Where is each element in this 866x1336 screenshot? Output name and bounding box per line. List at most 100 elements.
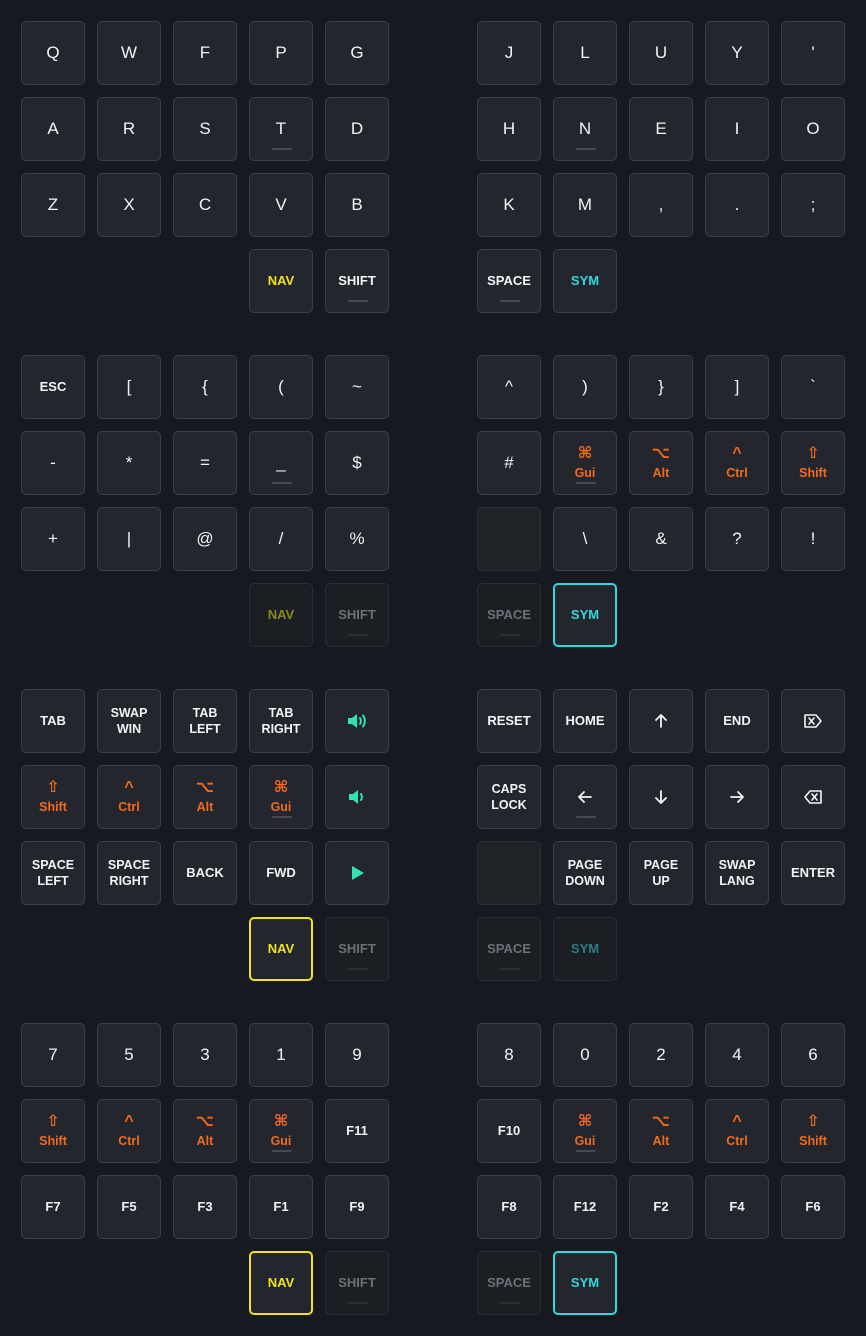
key-b[interactable]: B xyxy=(325,173,389,237)
thumb-sym-key[interactable]: SYM xyxy=(553,583,617,647)
key-page-down[interactable]: PAGE DOWN xyxy=(553,841,617,905)
key-symbol[interactable]: * xyxy=(97,431,161,495)
key-symbol[interactable]: ~ xyxy=(325,355,389,419)
thumb-shift-key[interactable]: SHIFT xyxy=(325,583,389,647)
key-f5[interactable]: F5 xyxy=(97,1175,161,1239)
modifier-alt-key[interactable]: ⌥Alt xyxy=(173,1099,237,1163)
modifier-alt-key[interactable]: ⌥Alt xyxy=(629,1099,693,1163)
key-symbol[interactable]: + xyxy=(21,507,85,571)
arrow-down-key[interactable] xyxy=(629,765,693,829)
arrow-right-key[interactable] xyxy=(705,765,769,829)
key-f2[interactable]: F2 xyxy=(629,1175,693,1239)
modifier-gui-key[interactable]: ⌘Gui xyxy=(249,1099,313,1163)
key-tab-left[interactable]: TAB LEFT xyxy=(173,689,237,753)
key-u[interactable]: U xyxy=(629,21,693,85)
key-symbol[interactable]: % xyxy=(325,507,389,571)
key-i[interactable]: I xyxy=(705,97,769,161)
key-symbol[interactable]: , xyxy=(629,173,693,237)
key-symbol[interactable]: = xyxy=(173,431,237,495)
key-symbol[interactable]: } xyxy=(629,355,693,419)
key-page-up[interactable]: PAGE UP xyxy=(629,841,693,905)
empty-key[interactable] xyxy=(477,507,541,571)
arrow-up-key[interactable] xyxy=(629,689,693,753)
key-f1[interactable]: F1 xyxy=(249,1175,313,1239)
key-z[interactable]: Z xyxy=(21,173,85,237)
key-k[interactable]: K xyxy=(477,173,541,237)
key-symbol[interactable]: ) xyxy=(553,355,617,419)
key-6[interactable]: 6 xyxy=(781,1023,845,1087)
key-fwd[interactable]: FWD xyxy=(249,841,313,905)
key-symbol[interactable]: { xyxy=(173,355,237,419)
thumb-shift-key[interactable]: SHIFT xyxy=(325,1251,389,1315)
key-tab-right[interactable]: TAB RIGHT xyxy=(249,689,313,753)
thumb-sym-key[interactable]: SYM xyxy=(553,249,617,313)
modifier-alt-key[interactable]: ⌥Alt xyxy=(173,765,237,829)
key-space-left[interactable]: SPACE LEFT xyxy=(21,841,85,905)
modifier-ctrl-key[interactable]: ^Ctrl xyxy=(97,765,161,829)
key-f11[interactable]: F11 xyxy=(325,1099,389,1163)
key-5[interactable]: 5 xyxy=(97,1023,161,1087)
empty-key[interactable] xyxy=(477,841,541,905)
key-t[interactable]: T xyxy=(249,97,313,161)
key-l[interactable]: L xyxy=(553,21,617,85)
key-swap-lang[interactable]: SWAP LANG xyxy=(705,841,769,905)
key-4[interactable]: 4 xyxy=(705,1023,769,1087)
modifier-shift-key[interactable]: ⇧Shift xyxy=(21,765,85,829)
key-2[interactable]: 2 xyxy=(629,1023,693,1087)
key-e[interactable]: E xyxy=(629,97,693,161)
modifier-shift-key[interactable]: ⇧Shift xyxy=(781,1099,845,1163)
key-s[interactable]: S xyxy=(173,97,237,161)
key-f[interactable]: F xyxy=(173,21,237,85)
thumb-space-key[interactable]: SPACE xyxy=(477,249,541,313)
thumb-nav-key[interactable]: NAV xyxy=(249,583,313,647)
key-reset[interactable]: RESET xyxy=(477,689,541,753)
key-home[interactable]: HOME xyxy=(553,689,617,753)
key-f12[interactable]: F12 xyxy=(553,1175,617,1239)
arrow-left-key[interactable] xyxy=(553,765,617,829)
key-x[interactable]: X xyxy=(97,173,161,237)
volume-down-key[interactable] xyxy=(325,765,389,829)
thumb-shift-key[interactable]: SHIFT xyxy=(325,917,389,981)
key-n[interactable]: N xyxy=(553,97,617,161)
key-f7[interactable]: F7 xyxy=(21,1175,85,1239)
key-symbol[interactable]: $ xyxy=(325,431,389,495)
key-w[interactable]: W xyxy=(97,21,161,85)
key-symbol[interactable]: _ xyxy=(249,431,313,495)
key-symbol[interactable]: \ xyxy=(553,507,617,571)
key-caps-lock[interactable]: CAPS LOCK xyxy=(477,765,541,829)
key-f4[interactable]: F4 xyxy=(705,1175,769,1239)
key-j[interactable]: J xyxy=(477,21,541,85)
key-tab[interactable]: TAB xyxy=(21,689,85,753)
thumb-sym-key[interactable]: SYM xyxy=(553,1251,617,1315)
key-8[interactable]: 8 xyxy=(477,1023,541,1087)
key-symbol[interactable]: ' xyxy=(781,21,845,85)
key-m[interactable]: M xyxy=(553,173,617,237)
key-f9[interactable]: F9 xyxy=(325,1175,389,1239)
key-space-right[interactable]: SPACE RIGHT xyxy=(97,841,161,905)
key-f3[interactable]: F3 xyxy=(173,1175,237,1239)
modifier-shift-key[interactable]: ⇧Shift xyxy=(21,1099,85,1163)
modifier-ctrl-key[interactable]: ^Ctrl xyxy=(705,431,769,495)
key-a[interactable]: A xyxy=(21,97,85,161)
key-o[interactable]: O xyxy=(781,97,845,161)
modifier-gui-key[interactable]: ⌘Gui xyxy=(553,431,617,495)
key-3[interactable]: 3 xyxy=(173,1023,237,1087)
modifier-ctrl-key[interactable]: ^Ctrl xyxy=(705,1099,769,1163)
thumb-nav-key[interactable]: NAV xyxy=(249,1251,313,1315)
key-swap-win[interactable]: SWAP WIN xyxy=(97,689,161,753)
key-symbol[interactable]: # xyxy=(477,431,541,495)
volume-up-key[interactable] xyxy=(325,689,389,753)
key-end[interactable]: END xyxy=(705,689,769,753)
key-symbol[interactable]: | xyxy=(97,507,161,571)
thumb-space-key[interactable]: SPACE xyxy=(477,583,541,647)
thumb-space-key[interactable]: SPACE xyxy=(477,1251,541,1315)
key-f6[interactable]: F6 xyxy=(781,1175,845,1239)
key-enter[interactable]: ENTER xyxy=(781,841,845,905)
key-symbol[interactable]: ; xyxy=(781,173,845,237)
modifier-gui-key[interactable]: ⌘Gui xyxy=(249,765,313,829)
key-f8[interactable]: F8 xyxy=(477,1175,541,1239)
key-symbol[interactable]: ` xyxy=(781,355,845,419)
key-9[interactable]: 9 xyxy=(325,1023,389,1087)
key-y[interactable]: Y xyxy=(705,21,769,85)
thumb-sym-key[interactable]: SYM xyxy=(553,917,617,981)
